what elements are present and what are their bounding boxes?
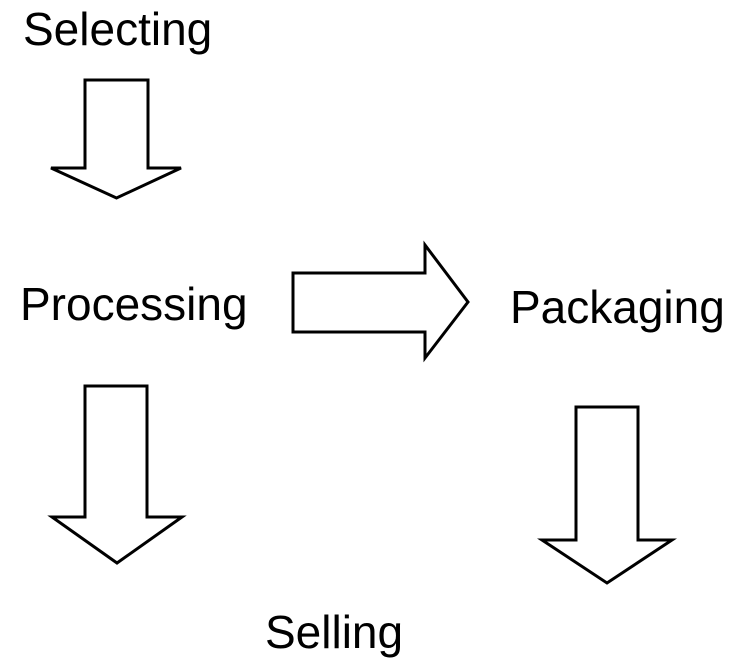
node-label-packaging: Packaging (510, 281, 725, 333)
down-arrow-selecting-to-processing-icon (50, 78, 182, 200)
right-arrow-processing-to-packaging-icon (291, 240, 470, 363)
down-arrow-processing-to-selling-icon (47, 384, 187, 565)
node-label-processing: Processing (20, 278, 248, 330)
down-arrow-packaging-to-selling-icon (537, 405, 677, 585)
node-label-selling: Selling (265, 606, 404, 658)
node-label-selecting: Selecting (23, 3, 213, 55)
